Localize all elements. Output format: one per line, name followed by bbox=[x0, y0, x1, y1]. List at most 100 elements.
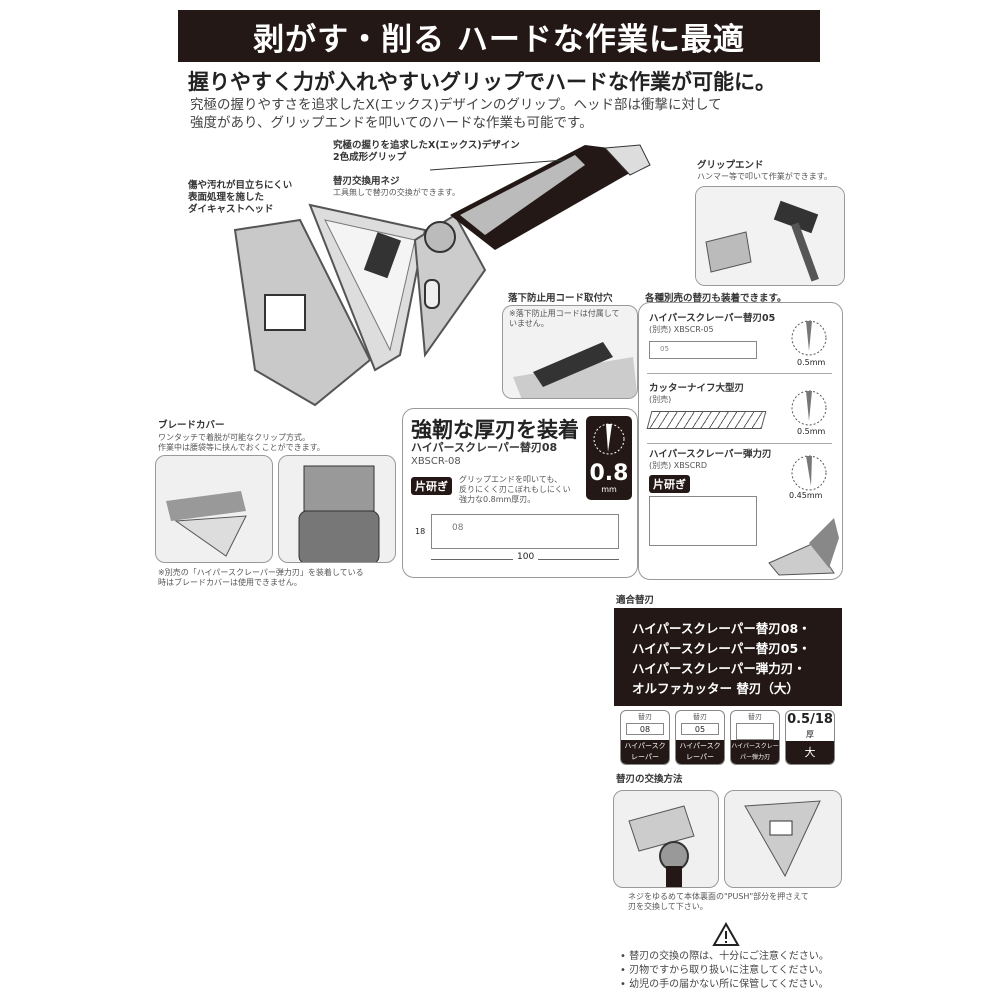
divider bbox=[647, 443, 832, 444]
blade-name: ハイパースクレーパー替刃08 bbox=[411, 441, 558, 454]
compatible-icons: 替刃 08 ハイパースクレーパー 替刃 05 ハイパースクレーパー 替刃ハイパースクレー… bbox=[620, 710, 835, 765]
blade-sub: (別売) bbox=[649, 395, 672, 404]
desc-line: 強力な0.8mm厚刃。 bbox=[459, 495, 536, 504]
desc-line: 反りにくく刃こぼれもしにくい bbox=[459, 485, 571, 494]
icon-mid: 05 bbox=[681, 723, 719, 735]
callout-head: 傷や汚れが目立ちにくい表面処理を施したダイキャストヘッド bbox=[188, 180, 292, 216]
cord-note: ※落下防止用コードは付属していません。 bbox=[503, 306, 637, 332]
note-line: 時はブレードカバーは使用できません。 bbox=[158, 578, 302, 587]
blade-icon-elastic: 替刃ハイパースクレーパー弾力刃 bbox=[730, 710, 780, 765]
blade-profile-icon bbox=[593, 423, 625, 455]
thickness: 0.45mm bbox=[789, 491, 823, 500]
scraper-blade-illustration bbox=[768, 518, 839, 576]
optional-title: 各種別売の替刃も装着できます。 bbox=[645, 293, 787, 304]
compatible-item: ハイパースクレーパー替刃05・ bbox=[632, 641, 811, 656]
blade-profile-icons bbox=[791, 320, 827, 491]
blade-name: ハイパースクレーパー替刃05 bbox=[649, 313, 776, 324]
intro-line: 究極の握りやすさを追求したX(エックス)デザインのグリップ。ヘッド部は衝撃に対し… bbox=[190, 97, 722, 113]
exchange-title: 替刃の交換方法 bbox=[616, 774, 683, 785]
blade-code: XBSCR-08 bbox=[411, 456, 461, 467]
icon-top: 替刃 bbox=[693, 713, 707, 721]
cord-illustration: ※落下防止用コードは付属していません。 bbox=[502, 305, 638, 399]
blade-desc: グリップエンドを叩いても、反りにくく刃こぼれもしにくい強力な0.8mm厚刃。 bbox=[459, 475, 571, 505]
desc-line: グリップエンドを叩いても、 bbox=[459, 475, 563, 484]
hammer-icon bbox=[696, 187, 844, 285]
blade-cover-title: ブレードカバー bbox=[158, 420, 225, 431]
thick-blade-panel: 強靭な厚刃を装着 ハイパースクレーパー替刃08 XBSCR-08 片研ぎ グリッ… bbox=[402, 408, 638, 578]
callout-screw: 替刃交換用ネジ工具無しで替刃の交換ができます。 bbox=[333, 176, 460, 198]
cord-title: 落下防止用コード取付穴 bbox=[508, 293, 613, 304]
callout-line: ダイキャストヘッド bbox=[188, 204, 274, 215]
blade-image bbox=[649, 496, 757, 546]
thickness-value: 0.8 bbox=[589, 461, 629, 486]
blade-sub: (別売) XBSCRD bbox=[649, 461, 707, 470]
icon-bottom: 大 bbox=[786, 741, 834, 764]
blade-cover-note: ※別売の「ハイパースクレーパー弾力刃」を装着している時はブレードカバーは使用でき… bbox=[158, 568, 364, 588]
compatible-item: オルファカッター 替刃（大） bbox=[632, 681, 799, 696]
desc-line: ネジをゆるめて本体裏面の"PUSH"部分を押さえて bbox=[628, 892, 809, 901]
warning-item: • 幼児の手の届かない所に保管してください。 bbox=[620, 979, 829, 990]
blade-icon-05: 替刃 05 ハイパースクレーパー bbox=[675, 710, 725, 765]
exchange-step-1 bbox=[613, 790, 719, 888]
icon-mid: 厚 bbox=[806, 730, 814, 739]
icon-mid: 08 bbox=[626, 723, 664, 735]
icon-bottom: ハイパースクレーパー bbox=[621, 740, 669, 764]
blade-image: 08 bbox=[431, 514, 619, 549]
cord-note-line: ※落下防止用コードは付属して bbox=[509, 309, 620, 318]
single-bevel-tag: 片研ぎ bbox=[411, 477, 452, 495]
grip-end-illustration bbox=[695, 186, 845, 286]
callout-line: 究極の握りを追求したX(エックス)デザイン bbox=[333, 140, 520, 151]
callout-desc: ハンマー等で叩いて作業ができます。 bbox=[697, 172, 832, 181]
divider bbox=[647, 373, 832, 374]
icon-mid bbox=[736, 723, 774, 740]
callout-title: 替刃交換用ネジ bbox=[333, 176, 400, 187]
icon-top: 替刃 bbox=[748, 713, 762, 721]
dim-height: 18 bbox=[415, 527, 426, 536]
icon-top: 替刃 bbox=[638, 713, 652, 721]
subtitle: 握りやすく力が入れやすいグリップでハードな作業が可能に。 bbox=[188, 70, 776, 94]
callout-line: 表面処理を施した bbox=[188, 192, 265, 203]
warning-item: • 刃物ですから取り扱いに注意してください。 bbox=[620, 965, 829, 976]
cutter-blade-image bbox=[646, 411, 767, 429]
thickness-unit: mm bbox=[601, 485, 617, 494]
callout-line: 2色成形グリップ bbox=[333, 152, 407, 163]
blade-cover-illustration bbox=[155, 455, 273, 563]
warning-item: • 替刃の交換の際は、十分にご注意ください。 bbox=[620, 951, 829, 962]
dim-width: 100 bbox=[513, 552, 539, 562]
scraper-illustration bbox=[233, 144, 651, 407]
callout-grip-end: グリップエンドハンマー等で叩いて作業ができます。 bbox=[697, 160, 832, 182]
intro-text: 究極の握りやすさを追求したX(エックス)デザインのグリップ。ヘッド部は衝撃に対し… bbox=[190, 96, 722, 132]
callout-desc: 工具無しで替刃の交換ができます。 bbox=[333, 188, 460, 197]
blade-icon-08: 替刃 08 ハイパースクレーパー bbox=[620, 710, 670, 765]
blade-name: カッターナイフ大型刃 bbox=[649, 383, 745, 394]
exchange-step-2 bbox=[724, 790, 842, 888]
intro-line: 強度があり、グリップエンドを叩いてのハードな作業も可能です。 bbox=[190, 115, 593, 131]
tool-pouch-illustration bbox=[278, 455, 396, 563]
hand-icon bbox=[513, 342, 637, 398]
warning-list: • 替刃の交換の際は、十分にご注意ください。 • 刃物ですから取り扱いに注意して… bbox=[620, 950, 829, 992]
thickness: 0.5mm bbox=[797, 358, 826, 367]
page-title: 剥がす・削る ハードな作業に最適 bbox=[178, 10, 820, 62]
icon-bottom: ハイパースクレーパー bbox=[676, 740, 724, 764]
optional-item: カッターナイフ大型刃(別売) bbox=[646, 383, 767, 429]
blade-name: ハイパースクレーパー弾力刃 bbox=[649, 449, 772, 460]
warning-text: 幼児の手の届かない所に保管してください。 bbox=[629, 979, 829, 990]
cord-note-line: いません。 bbox=[509, 319, 549, 328]
icon-bottom: ハイパースクレーパー弾力刃 bbox=[731, 740, 779, 764]
compatible-item: ハイパースクレーパー弾力刃・ bbox=[632, 661, 806, 676]
warning-text: 刃物ですから取り扱いに注意してください。 bbox=[629, 965, 829, 976]
note-line: ※別売の「ハイパースクレーパー弾力刃」を装着している bbox=[158, 568, 364, 577]
desc-line: ワンタッチで着脱が可能なクリップ方式。 bbox=[158, 433, 310, 442]
desc-line: 作業中は腰袋等に挟んでおくことができます。 bbox=[158, 443, 325, 452]
exchange-desc: ネジをゆるめて本体裏面の"PUSH"部分を押さえて刃を交換して下さい。 bbox=[628, 892, 809, 912]
blade-cover-desc: ワンタッチで着脱が可能なクリップ方式。作業中は腰袋等に挟んでおくことができます。 bbox=[158, 433, 325, 453]
desc-line: 刃を交換して下さい。 bbox=[628, 902, 708, 911]
thick-blade-headline: 強靭な厚刃を装着 bbox=[411, 418, 579, 442]
callout-line: 傷や汚れが目立ちにくい bbox=[188, 180, 293, 191]
callout-title: グリップエンド bbox=[697, 160, 764, 171]
warning-text: 替刃の交換の際は、十分にご注意ください。 bbox=[629, 951, 829, 962]
